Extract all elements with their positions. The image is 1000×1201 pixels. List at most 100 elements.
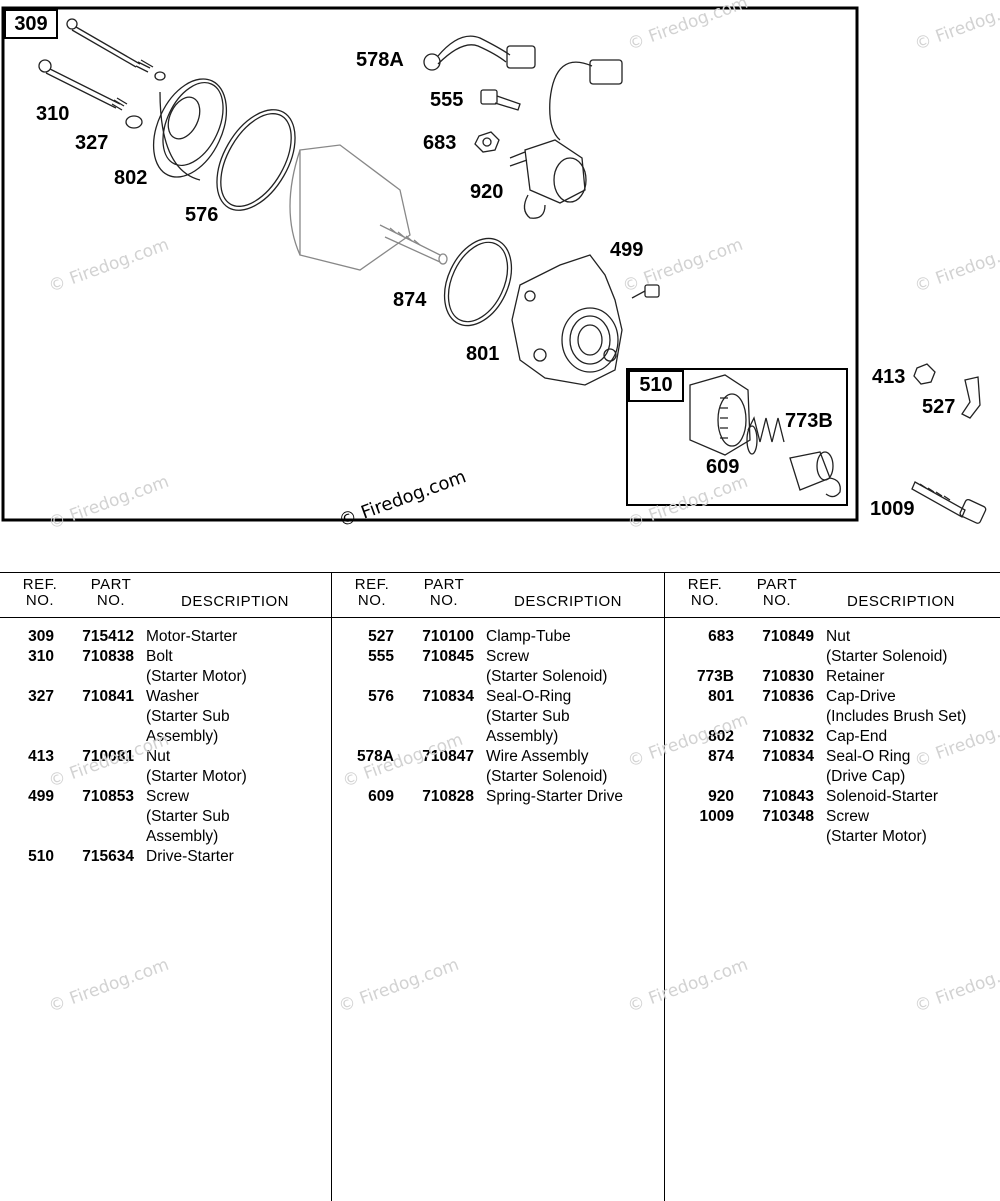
ref-number: 499 bbox=[28, 788, 54, 805]
description-line: Screw bbox=[826, 808, 870, 825]
washer-327 bbox=[125, 115, 143, 129]
description-line: (Starter Motor) bbox=[146, 768, 247, 785]
part-description: Drive-Starter bbox=[134, 847, 234, 867]
description-line: Screw bbox=[486, 648, 530, 665]
drive-cap-801 bbox=[511, 254, 623, 386]
description-line: (Starter Solenoid) bbox=[826, 648, 948, 665]
part-number: 715412 bbox=[82, 628, 134, 645]
callout-773B: 773B bbox=[785, 410, 833, 432]
callout-310: 310 bbox=[36, 103, 70, 125]
callout-683: 683 bbox=[423, 132, 457, 154]
ref-number: 773B bbox=[696, 668, 734, 685]
part-description: Bolt(Starter Motor) bbox=[134, 647, 247, 687]
description-line: Wire Assembly bbox=[486, 748, 589, 765]
callout-802: 802 bbox=[114, 167, 148, 189]
ref-number: 510 bbox=[28, 848, 54, 865]
description-line: Nut bbox=[146, 748, 171, 765]
part-description: Cap-End bbox=[814, 727, 887, 747]
description-line: Assembly) bbox=[146, 828, 219, 845]
description-line: Seal-O Ring bbox=[826, 748, 911, 765]
callout-555: 555 bbox=[430, 89, 464, 111]
part-number: 710828 bbox=[422, 788, 474, 805]
retainer-773B bbox=[825, 477, 841, 498]
ref-number: 555 bbox=[368, 648, 394, 665]
table-row: 1009 710348 Screw (Starter Motor) bbox=[680, 807, 1000, 847]
description-line: Drive-Starter bbox=[146, 848, 234, 865]
description-line: Solenoid-Starter bbox=[826, 788, 939, 805]
header-ref: REF.NO. bbox=[687, 576, 723, 609]
watermark: © Firedog.com bbox=[46, 954, 172, 1017]
callout-801: 801 bbox=[466, 343, 500, 365]
description-line: (Starter Motor) bbox=[826, 828, 927, 845]
ref-number: 609 bbox=[368, 788, 394, 805]
part-number: 710843 bbox=[762, 788, 814, 805]
part-number: 710832 bbox=[762, 728, 814, 745]
part-description: Motor-Starter bbox=[134, 627, 237, 647]
watermark: © Firedog.com bbox=[336, 954, 462, 1017]
part-description: Cap-Drive (Includes Brush Set) bbox=[814, 687, 966, 727]
ref-number: 327 bbox=[28, 688, 54, 705]
description-line: (Drive Cap) bbox=[826, 768, 906, 785]
part-description: Solenoid-Starter bbox=[814, 787, 938, 807]
callout-609: 609 bbox=[706, 456, 740, 478]
description-line: (Includes Brush Set) bbox=[826, 708, 967, 725]
part-description: Wire Assembly (Starter Solenoid) bbox=[474, 747, 607, 787]
part-number: 710834 bbox=[422, 688, 474, 705]
part-description: Nut (Starter Motor) bbox=[134, 747, 247, 787]
ref-number: 1009 bbox=[699, 808, 734, 825]
part-number: 710838 bbox=[82, 648, 134, 665]
header-ref: REF.NO. bbox=[22, 576, 58, 609]
watermark: © Firedog.com bbox=[625, 954, 751, 1017]
callout-920: 920 bbox=[470, 181, 504, 203]
screw-499 bbox=[631, 284, 660, 299]
ref-number: 920 bbox=[708, 788, 734, 805]
description-line: Cap-End bbox=[826, 728, 888, 745]
part-description: Screw (Starter Motor) bbox=[814, 807, 927, 847]
description-line: (Starter Sub bbox=[146, 708, 230, 725]
diagram-drawing bbox=[1, 6, 987, 524]
description-line: (Starter Motor) bbox=[146, 668, 247, 685]
harness bbox=[549, 59, 623, 141]
solenoid-920 bbox=[509, 139, 587, 219]
ref-number: 874 bbox=[708, 748, 734, 765]
nut-413 bbox=[913, 363, 936, 385]
part-number: 710348 bbox=[762, 808, 814, 825]
callout-578A: 578A bbox=[356, 49, 404, 71]
o-ring-874 bbox=[443, 237, 513, 327]
description-line: Cap-Drive bbox=[826, 688, 896, 705]
ref-number: 576 bbox=[368, 688, 394, 705]
header-description: DESCRIPTION bbox=[180, 593, 289, 610]
end-cap-802 bbox=[152, 78, 228, 181]
part-description: Spring-Starter Drive bbox=[474, 787, 623, 807]
description-line: Clamp-Tube bbox=[486, 628, 571, 645]
table-row: 920 710843 Solenoid-Starter bbox=[680, 787, 1000, 807]
group-label-510: 510 bbox=[628, 370, 684, 402]
column-divider bbox=[664, 573, 665, 1201]
description-line: Screw bbox=[146, 788, 190, 805]
description-line: (Starter Solenoid) bbox=[486, 768, 608, 785]
callout-413: 413 bbox=[872, 366, 906, 388]
callout-527: 527 bbox=[922, 396, 956, 418]
ref-number: 309 bbox=[28, 628, 54, 645]
callout-576: 576 bbox=[185, 204, 219, 226]
header-ref: REF.NO. bbox=[354, 576, 390, 609]
part-description: Retainer bbox=[814, 667, 885, 687]
part-number: 710830 bbox=[762, 668, 814, 685]
